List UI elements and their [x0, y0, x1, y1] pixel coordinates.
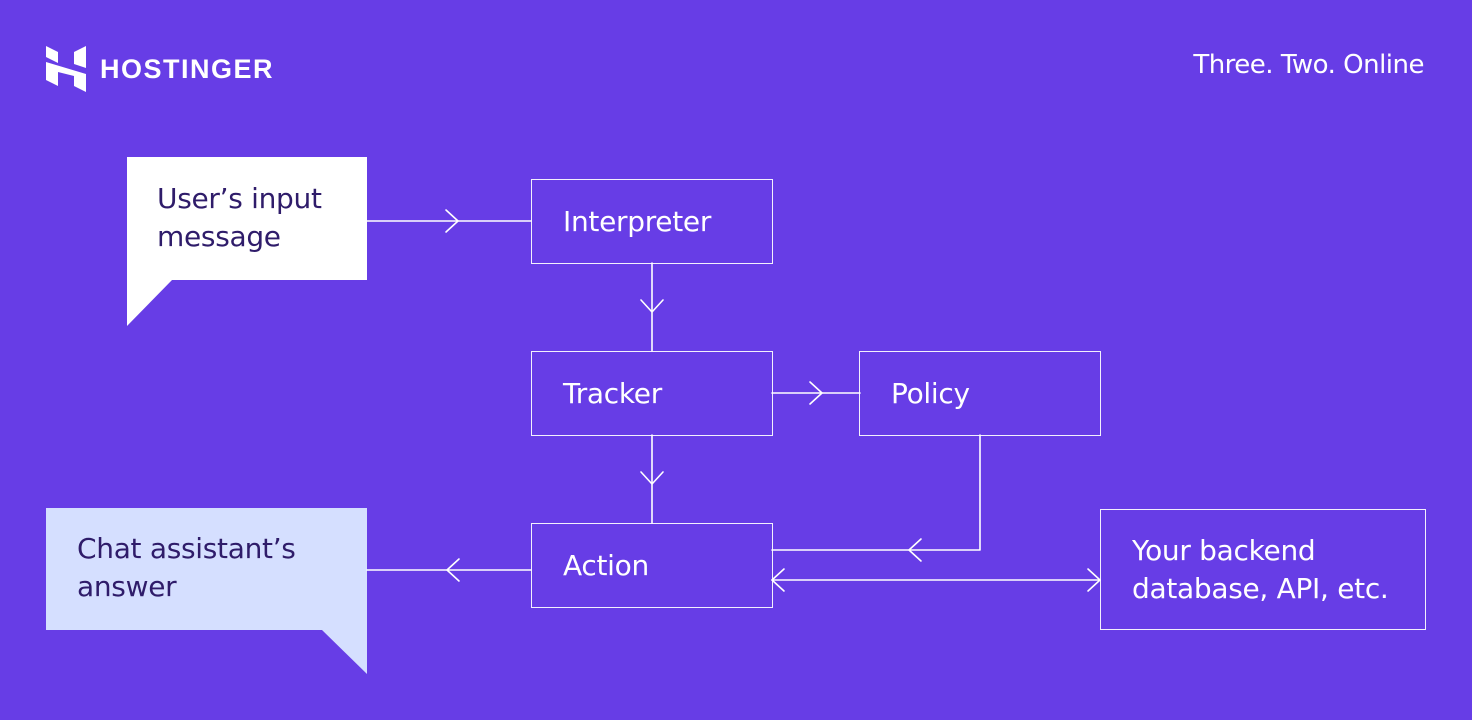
action-label: Action — [563, 549, 649, 582]
interpreter-box: Interpreter — [531, 179, 773, 264]
chat-answer-label: Chat assistant’s answer — [77, 532, 296, 603]
hostinger-logo-icon — [46, 46, 86, 92]
interpreter-label: Interpreter — [563, 205, 712, 238]
policy-to-action-arrow — [908, 538, 922, 562]
backend-box: Your backend database, API, etc. — [1100, 509, 1426, 630]
action-to-answer-arrow — [446, 558, 460, 582]
brand: HOSTINGER — [46, 46, 274, 92]
user-input-label: User’s input message — [157, 182, 322, 253]
policy-to-action-line — [771, 434, 981, 551]
tracker-label: Tracker — [563, 377, 662, 410]
tracker-box: Tracker — [531, 351, 773, 436]
tracker-to-action-arrow — [640, 471, 664, 485]
backend-label: Your backend database, API, etc. — [1132, 533, 1389, 605]
action-box: Action — [531, 523, 773, 608]
interpreter-to-tracker-arrow — [640, 299, 664, 313]
policy-label: Policy — [891, 377, 970, 410]
tracker-to-policy-arrow — [809, 381, 823, 405]
brand-name: HOSTINGER — [100, 53, 275, 84]
input-to-interpreter-arrow — [445, 209, 459, 233]
chat-answer-bubble — [46, 508, 367, 674]
tagline: Three. Two. Online — [1193, 50, 1424, 80]
policy-box: Policy — [859, 351, 1101, 436]
user-input-bubble — [127, 157, 367, 326]
